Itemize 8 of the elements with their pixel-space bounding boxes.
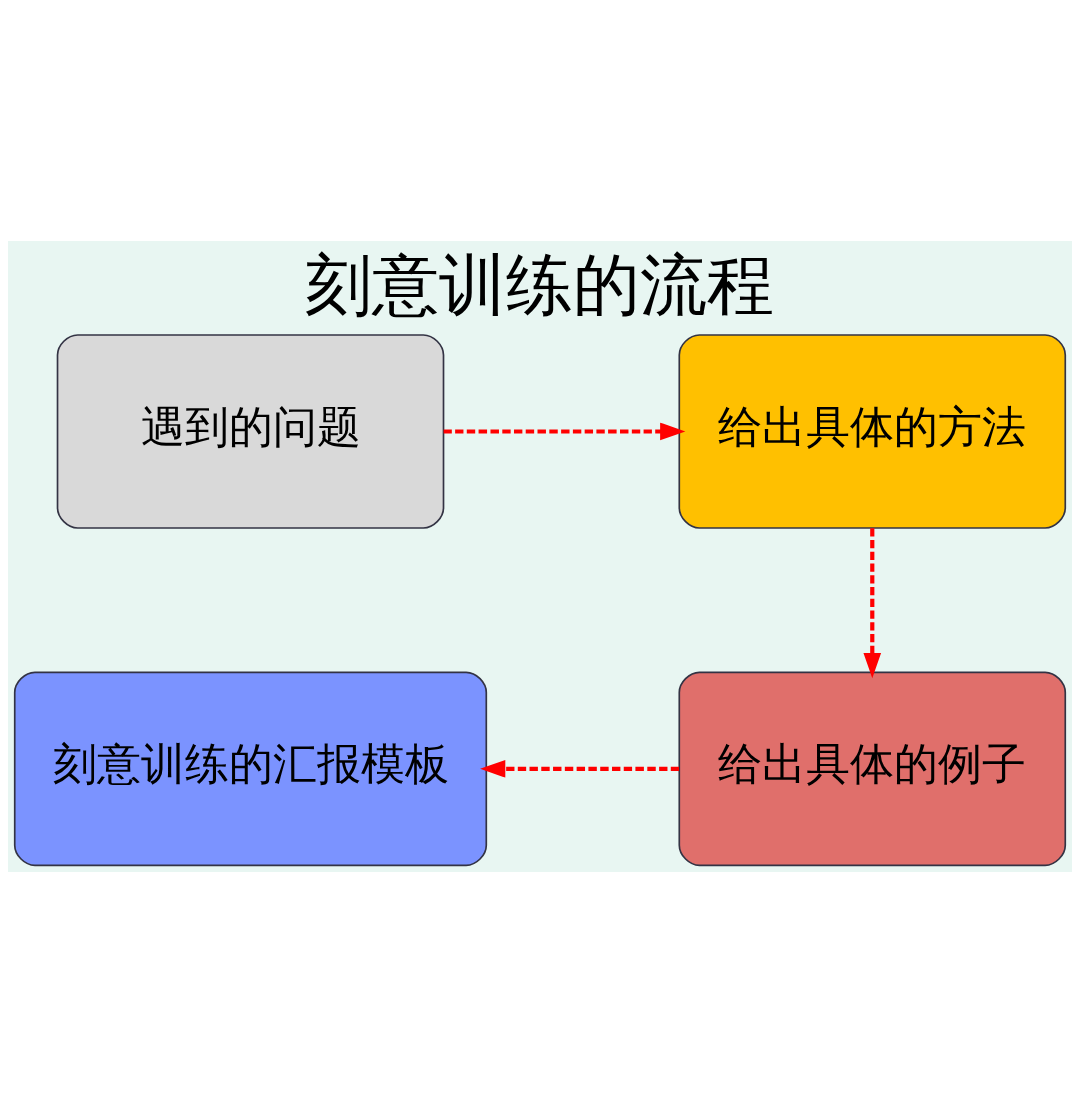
node-box: 刻意训练的汇报模板 (13, 671, 488, 867)
node-box: 遇到的问题 (56, 334, 445, 529)
node-box: 给出具体的方法 (678, 334, 1067, 529)
arrow (443, 422, 686, 441)
node-box: 给出具体的例子 (678, 671, 1067, 867)
diagram-title: 刻意训练的流程 (305, 246, 775, 325)
arrow (480, 759, 679, 778)
arrow (863, 528, 882, 679)
